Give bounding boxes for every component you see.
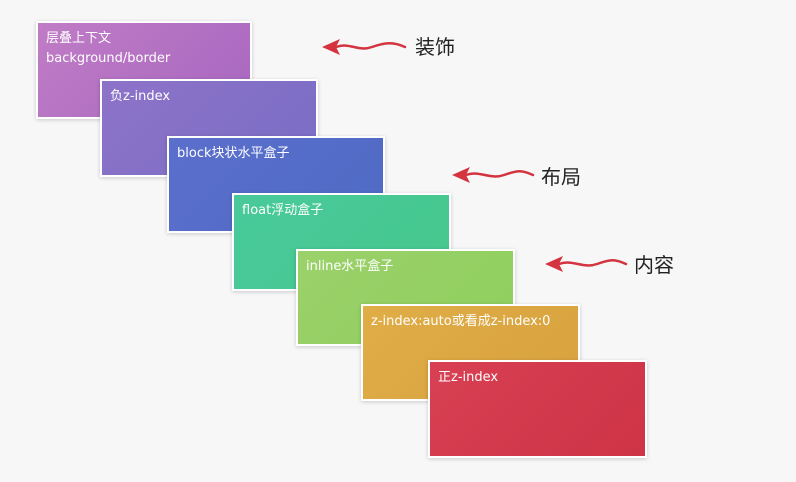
layer-label-positive-z-index: 正z-index (438, 370, 499, 385)
layer-label-z-index-auto: z-index:auto或看成z-index:0 (371, 314, 551, 329)
layer-card-positive-z-index: 正z-index (428, 360, 647, 458)
layer-label-stacking-context: 层叠上下文 background/border (46, 31, 171, 66)
annotation-label-layout: 布局 (541, 165, 581, 189)
layer-label-inline-box: inline水平盒子 (306, 259, 394, 274)
layer-card-negative-z-index: 负z-index (100, 79, 318, 177)
annotation-label-decoration: 装饰 (415, 35, 455, 59)
layer-label-block-box: block块状水平盒子 (177, 146, 290, 161)
arrow-icon-content (545, 256, 628, 272)
layer-label-negative-z-index: 负z-index (110, 89, 171, 104)
layer-label-float-box: float浮动盒子 (242, 203, 324, 218)
arrow-icon-layout (452, 167, 535, 183)
arrow-icon-decoration (322, 39, 407, 55)
annotation-label-content: 内容 (634, 253, 674, 277)
